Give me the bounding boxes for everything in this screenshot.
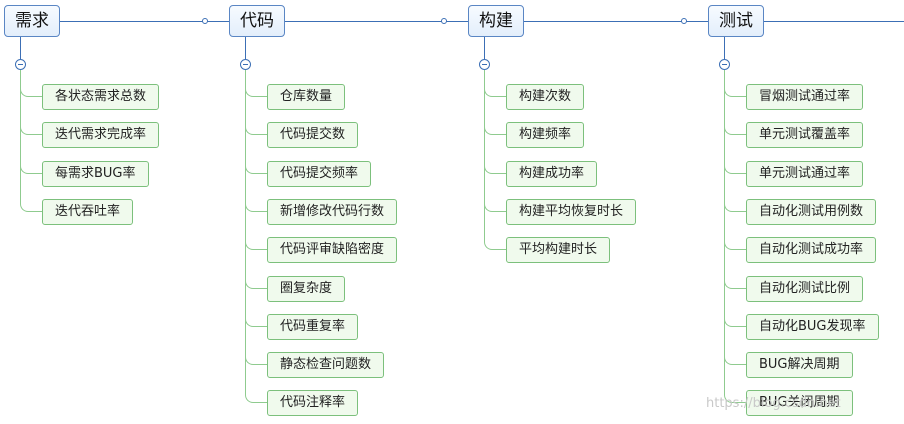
connector-dot-1	[441, 18, 447, 24]
branch-trunk-line	[245, 70, 246, 396]
topic-stem-line	[484, 37, 485, 59]
topic-node[interactable]: 测试	[708, 5, 764, 37]
branch-connector-curve	[484, 127, 506, 136]
metric-item[interactable]: 代码提交数	[267, 122, 359, 148]
branch-connector-curve	[484, 203, 506, 212]
metric-item[interactable]: 新增修改代码行数	[267, 199, 398, 225]
metric-item[interactable]: 各状态需求总数	[42, 84, 160, 110]
metric-item[interactable]: 单元测试覆盖率	[746, 122, 864, 148]
metric-item[interactable]: 冒烟测试通过率	[746, 84, 864, 110]
branch-connector-curve	[724, 357, 746, 366]
branch-connector-curve	[245, 127, 267, 136]
branch-connector-curve	[724, 318, 746, 327]
branch-connector-curve	[484, 89, 506, 97]
branch-connector-curve	[20, 203, 42, 212]
watermark: https://blog.csdn.net	[706, 396, 841, 411]
metric-item[interactable]: 代码提交频率	[267, 161, 372, 187]
collapse-toggle-icon[interactable]	[15, 59, 26, 70]
metric-item[interactable]: 自动化BUG发现率	[746, 314, 879, 340]
branch-connector-curve	[245, 280, 267, 289]
metric-item[interactable]: 构建频率	[506, 122, 585, 148]
topic-node[interactable]: 需求	[4, 5, 60, 37]
branch-connector-curve	[245, 242, 267, 251]
collapse-toggle-icon[interactable]	[240, 59, 251, 70]
collapse-toggle-icon[interactable]	[719, 59, 730, 70]
metric-item[interactable]: BUG关闭周期	[746, 390, 853, 416]
metric-item[interactable]: 代码重复率	[267, 314, 359, 340]
branch-connector-curve	[245, 395, 267, 404]
metric-item[interactable]: BUG解决周期	[746, 352, 853, 378]
metric-item[interactable]: 圈复杂度	[267, 276, 346, 302]
branch-connector-curve	[20, 127, 42, 136]
metric-item[interactable]: 构建平均恢复时长	[506, 199, 637, 225]
branch-connector-curve	[724, 203, 746, 212]
metric-item[interactable]: 自动化测试成功率	[746, 237, 877, 263]
metric-item[interactable]: 静态检查问题数	[267, 352, 385, 378]
metric-item[interactable]: 平均构建时长	[506, 237, 611, 263]
metric-item[interactable]: 每需求BUG率	[42, 161, 149, 187]
metric-item[interactable]: 自动化测试用例数	[746, 199, 877, 225]
branch-connector-curve	[724, 89, 746, 97]
branch-connector-curve	[245, 203, 267, 212]
branch-connector-curve	[724, 280, 746, 289]
branch-trunk-line	[20, 70, 21, 204]
topic-stem-line	[724, 37, 725, 59]
topic-node[interactable]: 构建	[468, 5, 524, 37]
branch-connector-curve	[724, 242, 746, 251]
branch-connector-curve	[245, 357, 267, 366]
connector-dot-2	[681, 18, 687, 24]
branch-connector-curve	[245, 89, 267, 97]
branch-trunk-line	[484, 70, 485, 243]
branch-connector-curve	[724, 395, 746, 404]
metric-item[interactable]: 仓库数量	[267, 84, 346, 110]
branch-connector-curve	[20, 89, 42, 97]
branch-connector-curve	[724, 127, 746, 136]
metric-item[interactable]: 构建次数	[506, 84, 585, 110]
branch-connector-curve	[724, 165, 746, 174]
metric-item[interactable]: 单元测试通过率	[746, 161, 864, 187]
metric-item[interactable]: 迭代需求完成率	[42, 122, 160, 148]
branch-connector-curve	[245, 318, 267, 327]
connector-dot-0	[202, 18, 208, 24]
branch-connector-curve	[484, 165, 506, 174]
metric-item[interactable]: 代码评审缺陷密度	[267, 237, 398, 263]
metric-item[interactable]: 自动化测试比例	[746, 276, 864, 302]
topic-node[interactable]: 代码	[229, 5, 285, 37]
metric-item[interactable]: 迭代吞吐率	[42, 199, 134, 225]
collapse-toggle-icon[interactable]	[479, 59, 490, 70]
metric-item[interactable]: 代码注释率	[267, 390, 359, 416]
metric-item[interactable]: 构建成功率	[506, 161, 598, 187]
branch-connector-curve	[245, 165, 267, 174]
branch-connector-curve	[484, 242, 506, 251]
topic-stem-line	[245, 37, 246, 59]
branch-trunk-line	[724, 70, 725, 396]
branch-connector-curve	[20, 165, 42, 174]
topic-stem-line	[20, 37, 21, 59]
